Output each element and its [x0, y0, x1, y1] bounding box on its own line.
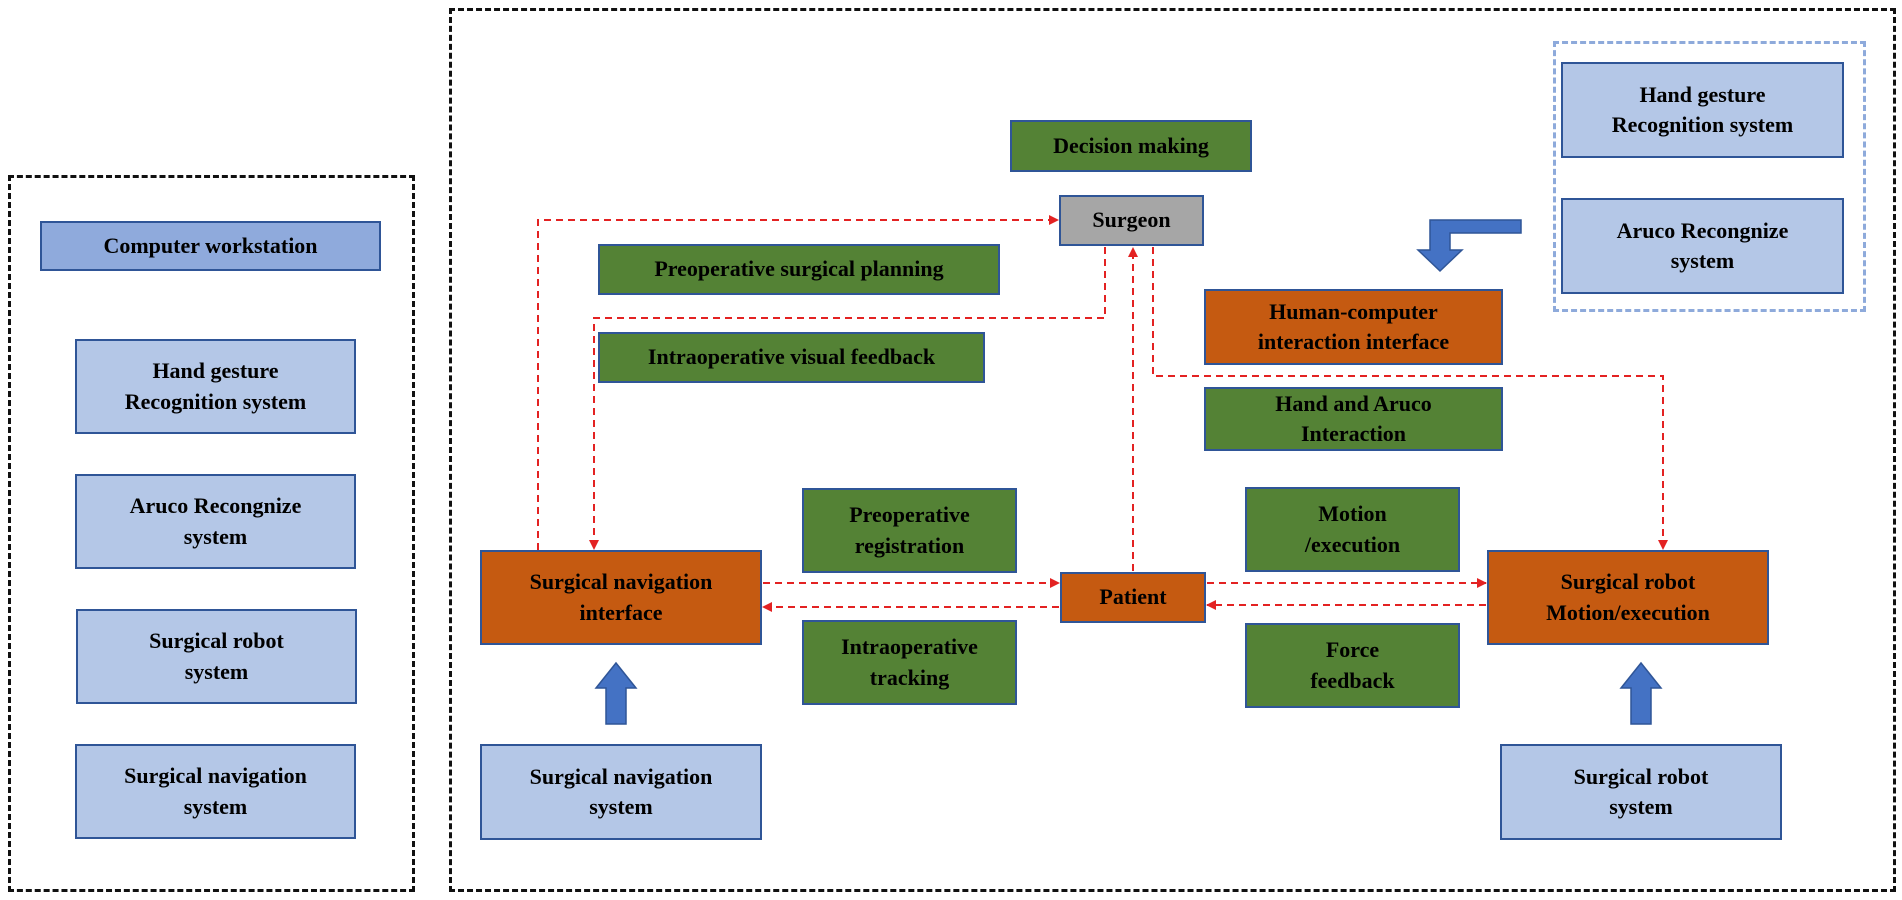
computer-workstation-title: Computer workstation — [40, 221, 381, 271]
tracking-aruco-item: Aruco Recongnize system — [1561, 198, 1844, 294]
intraoperative-tracking-node: Intraoperative tracking — [802, 620, 1017, 705]
decision-making-node: Decision making — [1010, 120, 1252, 172]
workstation-surgical-robot-item: Surgical robot system — [76, 609, 357, 704]
surgeon-node: Surgeon — [1059, 195, 1204, 246]
force-feedback-node: Force feedback — [1245, 623, 1460, 708]
surgical-navigation-interface-node: Surgical navigation interface — [480, 550, 762, 645]
system-frame — [449, 8, 1896, 892]
hand-aruco-interaction-node: Hand and Aruco Interaction — [1204, 387, 1503, 451]
surgical-robot-system-node: Surgical robot system — [1500, 744, 1782, 840]
motion-execution-node: Motion /execution — [1245, 487, 1460, 572]
surgical-robot-motion-node: Surgical robot Motion/execution — [1487, 550, 1769, 645]
surgical-navigation-system-node: Surgical navigation system — [480, 744, 762, 840]
workstation-hand-gesture-item: Hand gesture Recognition system — [75, 339, 356, 434]
hci-interface-node: Human-computer interaction interface — [1204, 289, 1503, 365]
tracking-systems-frame — [1553, 41, 1866, 312]
patient-node: Patient — [1060, 572, 1206, 623]
preoperative-registration-node: Preoperative registration — [802, 488, 1017, 573]
preoperative-planning-node: Preoperative surgical planning — [598, 244, 1000, 295]
workstation-surgical-navigation-item: Surgical navigation system — [75, 744, 356, 839]
workstation-frame — [8, 175, 415, 892]
workstation-aruco-item: Aruco Recongnize system — [75, 474, 356, 569]
intraoperative-visual-feedback-node: Intraoperative visual feedback — [598, 332, 985, 383]
tracking-hand-gesture-item: Hand gesture Recognition system — [1561, 62, 1844, 158]
